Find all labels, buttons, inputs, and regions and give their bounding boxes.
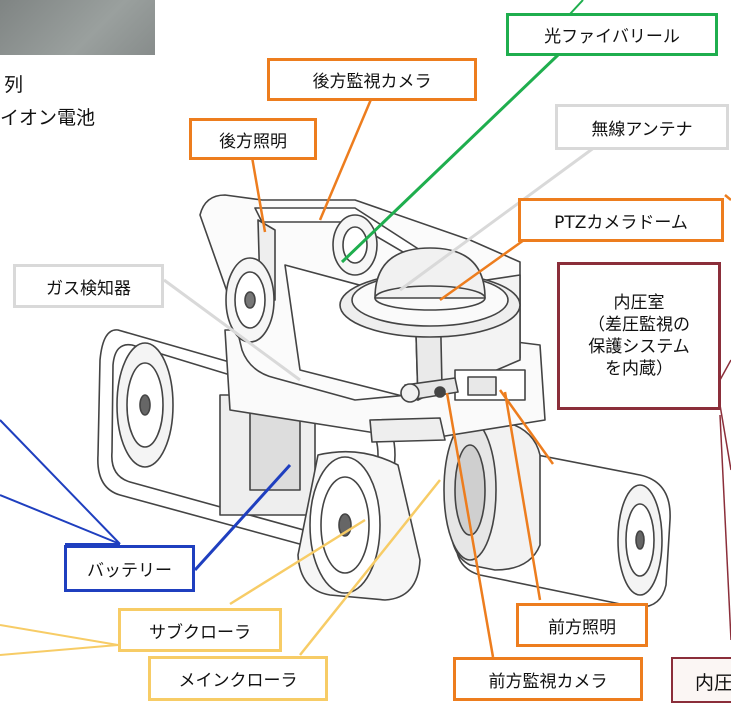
bottom-right-label: 内圧: [695, 672, 731, 694]
pressure-chamber-line-1: 内圧室: [613, 292, 665, 313]
label-sub-crawler: サブクローラ: [118, 608, 282, 652]
label-main-crawler: メインクローラ: [148, 656, 328, 701]
label-wireless-antenna: 無線アンテナ: [555, 104, 729, 150]
ptz-dome: [374, 247, 486, 299]
label-ptz-dome: PTZカメラドーム: [518, 198, 724, 242]
photo-fragment: [0, 0, 155, 55]
label-front-camera: 前方監視カメラ: [453, 657, 643, 701]
label-pressure-chamber: 内圧室 （差圧監視の 保護システム を内蔵）: [557, 262, 721, 410]
label-rear-light: 後方照明: [189, 118, 317, 160]
label-gas-detector: ガス検知器: [13, 264, 164, 308]
label-front-light: 前方照明: [516, 603, 648, 647]
label-optical-fiber-reel: 光ファイバリール: [506, 13, 718, 56]
caption-fragment-1: 列: [4, 74, 24, 96]
pressure-chamber-line-3: 保護システム: [588, 337, 690, 357]
bottom-right-box: 内圧: [671, 657, 731, 703]
pressure-chamber-line-4: を内蔵）: [605, 359, 673, 380]
pressure-chamber-line-2: （差圧監視の: [588, 314, 690, 335]
label-battery: バッテリー: [64, 545, 195, 592]
caption-fragment-2: イオン電池: [0, 107, 96, 129]
label-rear-camera: 後方監視カメラ: [267, 58, 477, 101]
